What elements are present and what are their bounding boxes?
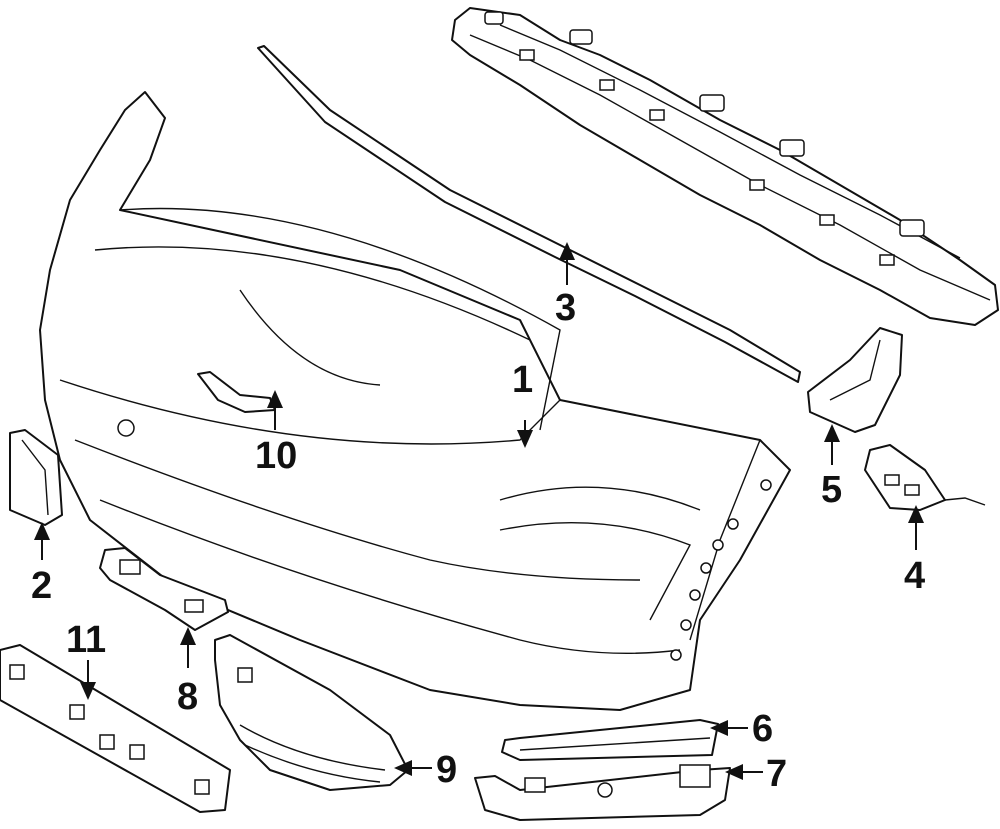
leader-lines — [34, 242, 924, 780]
part-3-molding — [257, 45, 801, 383]
part-1-bumper-cover — [39, 91, 791, 711]
part-11-license-plate-bracket — [0, 644, 231, 813]
callout-5: 5 — [821, 469, 842, 511]
part-9-lower-grille — [214, 634, 409, 791]
callout-3: 3 — [555, 287, 576, 329]
part-8-lower-bracket — [99, 547, 229, 631]
part-2-side-bracket — [9, 429, 63, 526]
callout-6: 6 — [752, 708, 773, 750]
callout-1: 1 — [512, 359, 533, 401]
callout-9: 9 — [436, 749, 457, 791]
callout-11: 11 — [66, 619, 106, 661]
part-4-lamp-bracket — [864, 444, 986, 511]
callout-2: 2 — [31, 565, 52, 607]
part-7-lower-trim — [474, 764, 731, 821]
callout-8: 8 — [177, 676, 198, 718]
part-6-trim-strip — [501, 719, 719, 761]
callout-4: 4 — [904, 555, 925, 597]
callout-7: 7 — [766, 753, 787, 795]
part-5-side-bracket — [807, 327, 903, 433]
reinforcement-beam — [451, 7, 999, 326]
callout-labels: 1 2 3 4 5 6 7 8 9 10 11 — [31, 287, 925, 795]
callout-10: 10 — [255, 435, 297, 477]
